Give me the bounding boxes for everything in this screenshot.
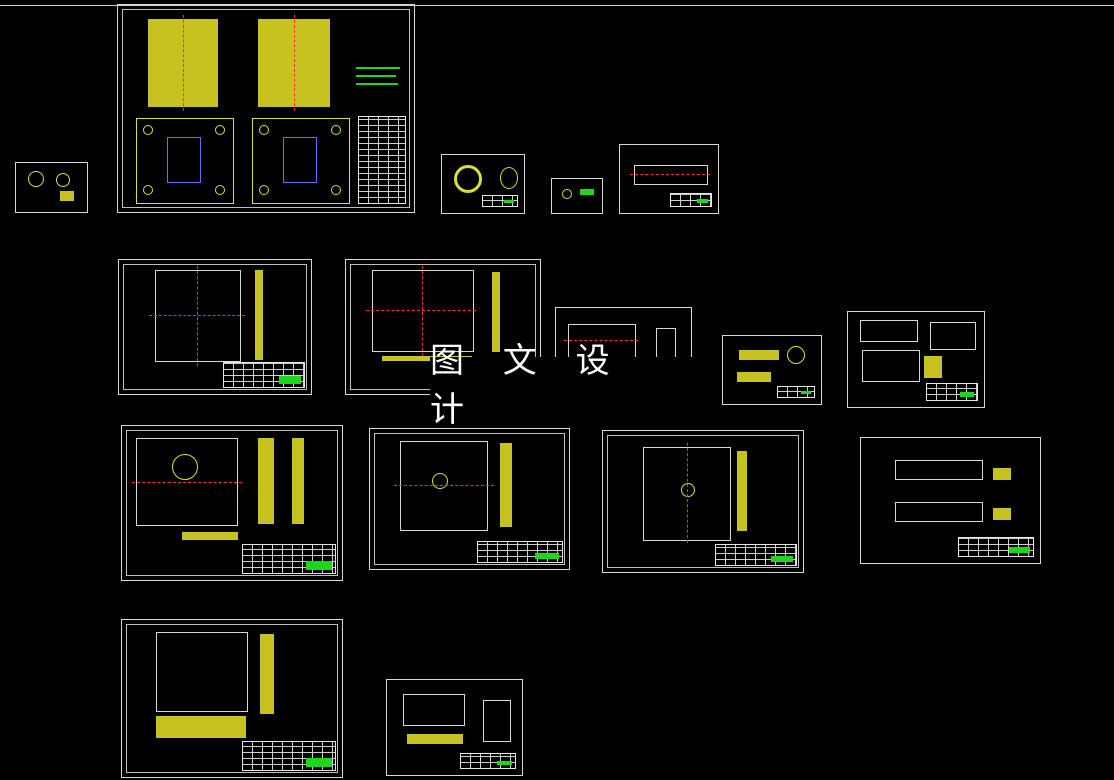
bore	[172, 454, 198, 480]
title-block	[926, 383, 978, 401]
assembly-drawing-sheet[interactable]	[117, 4, 415, 213]
section-view	[60, 191, 74, 201]
part-outline	[895, 502, 983, 522]
plate-drawing-10[interactable]	[121, 619, 343, 778]
bottom-section	[382, 356, 472, 361]
part-outline	[403, 694, 465, 726]
part-drawing-4[interactable]	[722, 335, 822, 405]
hole	[259, 125, 269, 135]
side-section	[260, 634, 274, 714]
small-part-sheet-a[interactable]	[15, 162, 88, 213]
iso-view	[860, 320, 918, 342]
plate-drawing-6[interactable]	[121, 425, 343, 581]
center-line	[183, 15, 184, 111]
iso-view	[930, 322, 976, 350]
ring-view	[28, 171, 44, 187]
section-view	[993, 508, 1011, 520]
plate-drawing-1[interactable]	[118, 259, 312, 395]
sheet-inner-frame	[126, 430, 338, 576]
side-section	[255, 270, 263, 360]
sheet-inner-frame	[126, 624, 338, 773]
plan-view-right	[252, 118, 350, 204]
part-drawing-9[interactable]	[860, 437, 1041, 564]
sheet-inner-frame	[374, 433, 565, 565]
part-drawing-11[interactable]	[386, 679, 523, 776]
center-line	[394, 485, 494, 486]
title-block	[670, 193, 712, 207]
iso-view	[483, 700, 511, 742]
section-view	[993, 468, 1011, 480]
section-view	[924, 356, 942, 378]
ring-part-sheet[interactable]	[441, 154, 525, 214]
center-line	[132, 482, 242, 483]
technical-notes	[356, 67, 400, 69]
center-line	[422, 266, 423, 356]
plate-outline	[155, 270, 241, 362]
hole	[143, 125, 153, 135]
ring-view	[56, 173, 70, 187]
part-drawing-5[interactable]	[847, 311, 985, 408]
ring-view	[500, 167, 518, 189]
center-line	[687, 443, 688, 543]
sheet-inner-frame	[123, 264, 307, 390]
shaft-section	[737, 372, 771, 382]
side-section	[737, 451, 747, 531]
gear-view	[787, 346, 805, 364]
hole	[143, 185, 153, 195]
title-block	[715, 544, 797, 566]
hole	[259, 185, 269, 195]
sheet-inner-frame	[607, 435, 799, 568]
title-block	[242, 741, 336, 771]
title-block	[482, 195, 518, 207]
plate-outline	[156, 632, 248, 712]
center-line	[366, 310, 476, 311]
plate-drawing-7[interactable]	[369, 428, 570, 570]
plan-view	[862, 350, 920, 382]
cavity-outline	[167, 137, 201, 183]
parts-list-table	[358, 116, 406, 204]
title-block	[460, 753, 516, 769]
small-part-sheet-b[interactable]	[551, 178, 603, 214]
center-line	[149, 315, 245, 316]
hole	[331, 125, 341, 135]
hole	[215, 125, 225, 135]
plan-view-left	[136, 118, 234, 204]
part-outline	[895, 460, 983, 480]
ring-view	[454, 165, 482, 193]
bottom-section	[182, 532, 238, 540]
plate-outline	[400, 441, 488, 531]
side-section	[492, 272, 500, 352]
title-block	[958, 537, 1034, 557]
plate-drawing-8[interactable]	[602, 430, 804, 573]
ring-view	[562, 189, 572, 199]
insert-part-sheet[interactable]	[619, 144, 719, 214]
plate-outline	[372, 270, 474, 352]
center-line	[197, 266, 198, 366]
watermark-text: 图 文 设 计	[430, 341, 692, 430]
section-view	[156, 716, 246, 738]
part-outline	[634, 165, 708, 185]
title-block	[223, 362, 305, 388]
technical-notes	[356, 83, 398, 85]
cavity-outline	[283, 137, 317, 183]
bore	[432, 473, 448, 489]
shaft-section	[739, 350, 779, 360]
title-block	[242, 544, 336, 574]
side-section	[292, 438, 304, 524]
bore	[681, 483, 695, 497]
section-view	[407, 734, 463, 744]
side-section	[258, 438, 274, 524]
side-section	[500, 443, 512, 527]
technical-notes	[356, 75, 396, 77]
hole	[215, 185, 225, 195]
center-line	[630, 174, 710, 175]
center-line	[294, 15, 295, 111]
section-view	[580, 189, 594, 195]
center-line	[564, 340, 638, 341]
sheet-inner-frame	[122, 9, 410, 208]
model-space-top-border	[0, 5, 1114, 6]
title-block	[777, 386, 815, 398]
title-block	[477, 541, 563, 563]
hole	[331, 185, 341, 195]
